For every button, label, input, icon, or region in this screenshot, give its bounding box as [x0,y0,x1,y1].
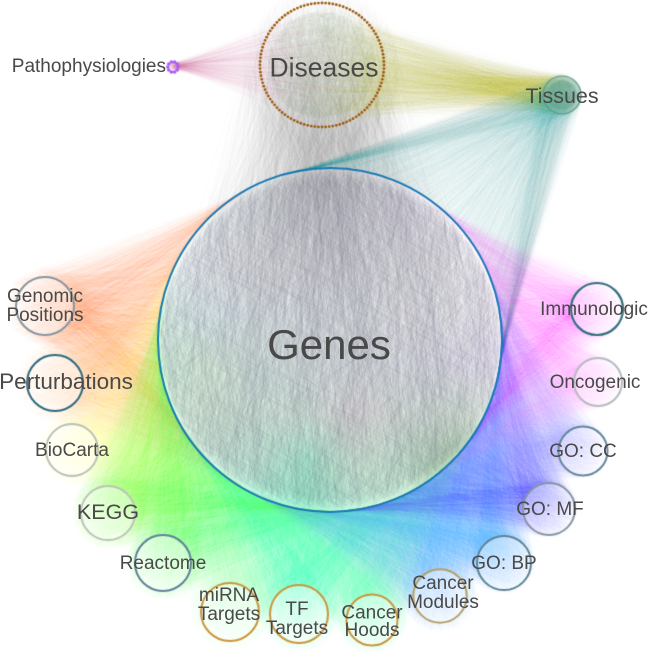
svg-text:Cancer: Cancer [412,573,474,594]
svg-text:Immunologic: Immunologic [540,299,648,320]
svg-text:TF: TF [285,599,308,620]
svg-text:Cancer: Cancer [341,603,403,624]
svg-text:Targets: Targets [266,618,328,639]
svg-text:Diseases: Diseases [270,53,379,83]
svg-text:Tissues: Tissues [525,84,598,108]
svg-text:Pathophysiologies: Pathophysiologies [12,56,166,77]
svg-text:Modules: Modules [407,592,479,613]
svg-text:GO: MF: GO: MF [516,499,584,520]
svg-text:Oncogenic: Oncogenic [550,372,641,393]
svg-text:miRNA: miRNA [199,585,259,606]
svg-text:GO: BP: GO: BP [471,553,536,574]
svg-text:BioCarta: BioCarta [35,440,109,461]
svg-text:Hoods: Hoods [345,620,400,641]
svg-text:Perturbations: Perturbations [0,369,133,394]
svg-text:Genes: Genes [267,321,391,368]
svg-text:Targets: Targets [198,604,260,625]
svg-text:Genomic: Genomic [7,286,83,307]
svg-text:Reactome: Reactome [120,553,207,574]
svg-text:KEGG: KEGG [77,500,139,524]
svg-text:Positions: Positions [6,305,83,326]
svg-text:GO: CC: GO: CC [549,441,617,462]
